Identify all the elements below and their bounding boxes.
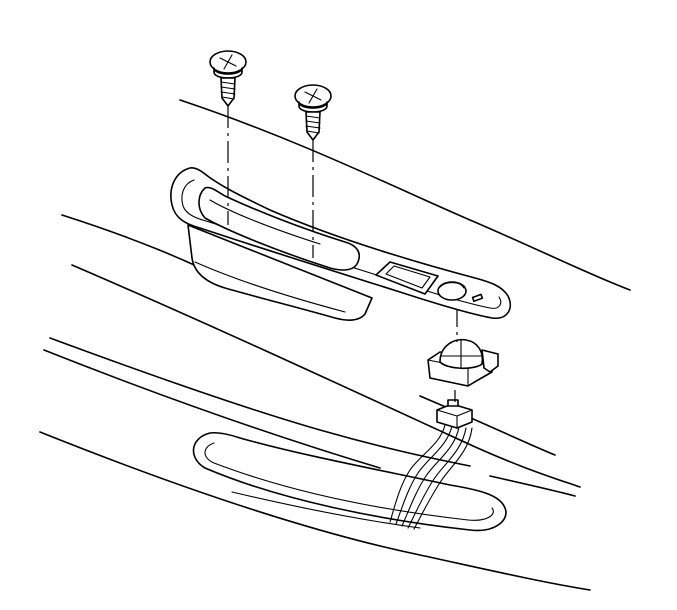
opening-inner-edge: [204, 442, 494, 521]
opening-outer-edge: [192, 431, 507, 532]
phillips-screw-icon: [294, 84, 332, 141]
panel-contour-line-3: [71, 264, 581, 488]
door-trim-panel: [39, 99, 631, 591]
panel-contour-line-8: [419, 395, 556, 456]
phillips-screw-icon: [209, 50, 247, 107]
lamp-socket: [427, 338, 499, 387]
panel-contour-line-5: [43, 349, 381, 469]
wire-1: [389, 424, 446, 523]
screw-1-thread-2: [220, 86, 236, 90]
opening-inner-floor: [231, 491, 421, 529]
screw-1-thread-1: [220, 81, 236, 85]
bezel-pocket-body: [187, 224, 373, 321]
screw-2-cross-b: [308, 88, 318, 104]
wire-5: [413, 427, 473, 530]
switch-bezel: [170, 167, 512, 321]
wiring-connector: [436, 399, 473, 429]
bezel-switch-opening-inner: [385, 265, 431, 289]
panel-contour-line-6: [489, 475, 576, 497]
bezel-switch-opening: [375, 261, 439, 295]
socket-tab: [481, 349, 499, 373]
wire-3: [401, 426, 460, 527]
screw-2-thread-3: [305, 125, 321, 129]
bezel-lamp-hole-edge: [439, 282, 465, 289]
screw-1-cross-b: [223, 54, 233, 70]
screw-1: [209, 50, 247, 107]
screw-2: [294, 84, 332, 141]
screw-2-thread-4: [306, 130, 320, 134]
connector-body: [436, 403, 473, 429]
trim-opening: [192, 431, 507, 532]
wire-4: [407, 427, 467, 529]
panel-contour-line-4: [49, 337, 471, 467]
screw-1-washer: [213, 67, 243, 79]
bezel-small-slot: [471, 293, 484, 303]
screw-1-thread-4: [221, 96, 235, 100]
panel-contour-line-7: [39, 431, 591, 591]
wire-2: [395, 425, 453, 525]
screw-2-thread-1: [305, 115, 321, 119]
bezel-pocket-inner-wall: [209, 199, 321, 245]
screw-2-thread-2: [305, 120, 321, 124]
panel-contour-line-1: [179, 99, 631, 291]
bezel-pocket-bottom-edge: [194, 261, 346, 313]
screw-1-thread-3: [220, 91, 236, 95]
bezel-lamp-hole: [437, 281, 467, 301]
screw-2-washer: [298, 101, 328, 113]
connector-latch: [447, 399, 459, 407]
wiring-harness: [389, 424, 473, 530]
